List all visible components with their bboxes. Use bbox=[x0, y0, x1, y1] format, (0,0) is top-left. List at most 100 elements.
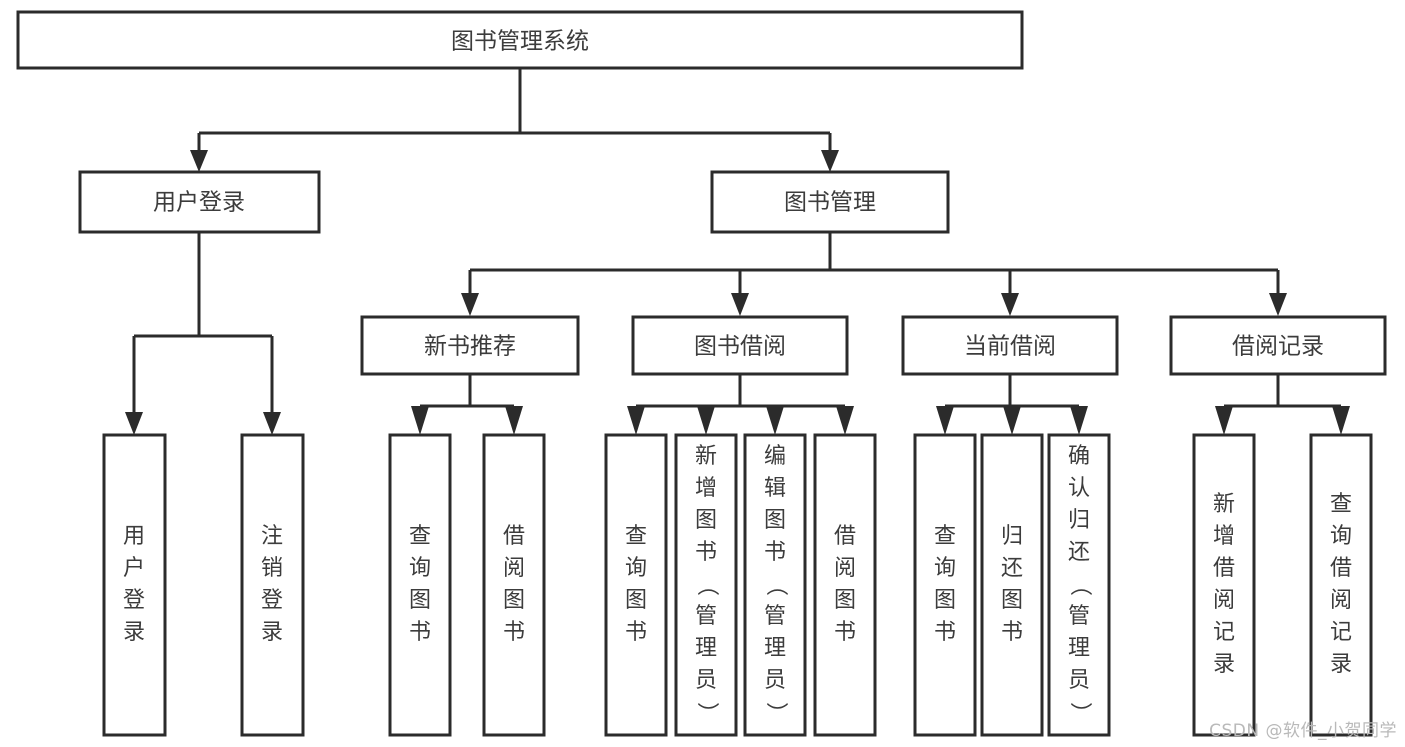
svg-text:理: 理 bbox=[695, 636, 717, 661]
svg-text:户: 户 bbox=[123, 556, 145, 581]
node-book-borrow-label: 图书借阅 bbox=[694, 334, 786, 360]
svg-text:编: 编 bbox=[764, 444, 786, 469]
svg-text:归: 归 bbox=[1068, 508, 1090, 533]
node-user-login-box[interactable] bbox=[78, 170, 321, 234]
svg-text:借: 借 bbox=[1330, 556, 1352, 581]
svg-text:书: 书 bbox=[834, 620, 856, 645]
arrow-head-leaf-new-book-1 bbox=[411, 406, 429, 435]
arrow-head-leaf-book-borrow-3 bbox=[766, 406, 784, 435]
svg-text:员: 员 bbox=[764, 668, 786, 693]
svg-text:新: 新 bbox=[1213, 492, 1235, 517]
svg-text:阅: 阅 bbox=[1213, 588, 1235, 613]
svg-text:记: 记 bbox=[1330, 620, 1352, 645]
svg-text:用: 用 bbox=[123, 524, 145, 549]
svg-text:销: 销 bbox=[261, 556, 283, 581]
arrow-head-leaf-book-borrow-4 bbox=[836, 406, 854, 435]
arrow-head-leaf-borrow-record-2 bbox=[1332, 406, 1350, 435]
node-user-login[interactable]: 用户登录 bbox=[78, 170, 321, 234]
node-borrow-record[interactable]: 借阅记录 bbox=[1169, 315, 1387, 376]
leaf-user-login-1-box[interactable] bbox=[240, 433, 305, 737]
svg-text:增: 增 bbox=[695, 476, 717, 501]
node-borrow-record-box[interactable] bbox=[1169, 315, 1387, 376]
arrow-head-new-book-recommend bbox=[461, 293, 479, 316]
node-book-manage-label: 图书管理 bbox=[784, 190, 876, 216]
svg-text:管: 管 bbox=[1068, 604, 1090, 629]
svg-text:（: （ bbox=[694, 574, 719, 596]
arrow-head-leaf-user-login-1 bbox=[125, 412, 143, 435]
node-book-manage-box[interactable] bbox=[710, 170, 950, 234]
svg-text:还: 还 bbox=[1068, 540, 1090, 565]
node-new-book-recommend[interactable]: 新书推荐 bbox=[360, 315, 580, 376]
leaf-book-borrow-2-box[interactable] bbox=[743, 433, 807, 737]
svg-text:借: 借 bbox=[1213, 556, 1235, 581]
leaf-borrow-record-0-box[interactable] bbox=[1192, 433, 1256, 737]
leaf-new-book-1-box[interactable] bbox=[482, 433, 546, 737]
arrow-head-leaf-book-borrow-1 bbox=[627, 406, 645, 435]
leaf-book-borrow-0-box[interactable] bbox=[604, 433, 668, 737]
node-root-box[interactable] bbox=[16, 10, 1024, 70]
leaf-current-borrow-1-box[interactable] bbox=[980, 433, 1044, 737]
arrow-head-leaf-current-borrow-3 bbox=[1070, 406, 1088, 435]
leaf-current-borrow-2-box[interactable] bbox=[1047, 433, 1111, 737]
arrow-head-current-borrow bbox=[1001, 293, 1019, 316]
node-user-login-label: 用户登录 bbox=[153, 190, 245, 216]
node-new-book-recommend-box[interactable] bbox=[360, 315, 580, 376]
leaf-user-login-0-box[interactable] bbox=[102, 433, 167, 737]
node-current-borrow-box[interactable] bbox=[901, 315, 1119, 376]
svg-text:图: 图 bbox=[625, 588, 647, 613]
node-current-borrow-label: 当前借阅 bbox=[964, 334, 1056, 360]
svg-text:确: 确 bbox=[1068, 444, 1090, 469]
node-book-borrow[interactable]: 图书借阅 bbox=[631, 315, 849, 376]
svg-text:新: 新 bbox=[695, 444, 717, 469]
svg-text:理: 理 bbox=[764, 636, 786, 661]
svg-text:图: 图 bbox=[695, 508, 717, 533]
svg-text:图: 图 bbox=[764, 508, 786, 533]
svg-text:辑: 辑 bbox=[764, 476, 786, 501]
svg-text:图: 图 bbox=[503, 588, 525, 613]
svg-text:询: 询 bbox=[934, 556, 956, 581]
node-book-manage[interactable]: 图书管理 bbox=[710, 170, 950, 234]
svg-text:录: 录 bbox=[1213, 652, 1235, 677]
svg-text:查: 查 bbox=[409, 524, 431, 549]
node-book-borrow-box[interactable] bbox=[631, 315, 849, 376]
leaf-borrow-record-1-box[interactable] bbox=[1309, 433, 1373, 737]
node-current-borrow[interactable]: 当前借阅 bbox=[901, 315, 1119, 376]
svg-text:图: 图 bbox=[1001, 588, 1023, 613]
arrow-head-leaf-new-book-2 bbox=[505, 406, 523, 435]
leaf-book-borrow-3-box[interactable] bbox=[813, 433, 877, 737]
svg-text:查: 查 bbox=[1330, 492, 1352, 517]
node-root[interactable]: 图书管理系统 bbox=[16, 10, 1024, 70]
leaf-new-book-0-box[interactable] bbox=[388, 433, 452, 737]
leaf-current-borrow-0-box[interactable] bbox=[913, 433, 977, 737]
svg-text:管: 管 bbox=[764, 604, 786, 629]
leaf-user-login-0[interactable]: 用户登录 bbox=[102, 433, 167, 737]
svg-text:（: （ bbox=[1067, 574, 1092, 596]
leaf-book-borrow-1-box[interactable] bbox=[674, 433, 738, 737]
svg-text:还: 还 bbox=[1001, 556, 1023, 581]
svg-text:管: 管 bbox=[695, 604, 717, 629]
svg-text:查: 查 bbox=[625, 524, 647, 549]
arrow-head-leaf-current-borrow-2 bbox=[1003, 406, 1021, 435]
svg-text:员: 员 bbox=[1068, 668, 1090, 693]
